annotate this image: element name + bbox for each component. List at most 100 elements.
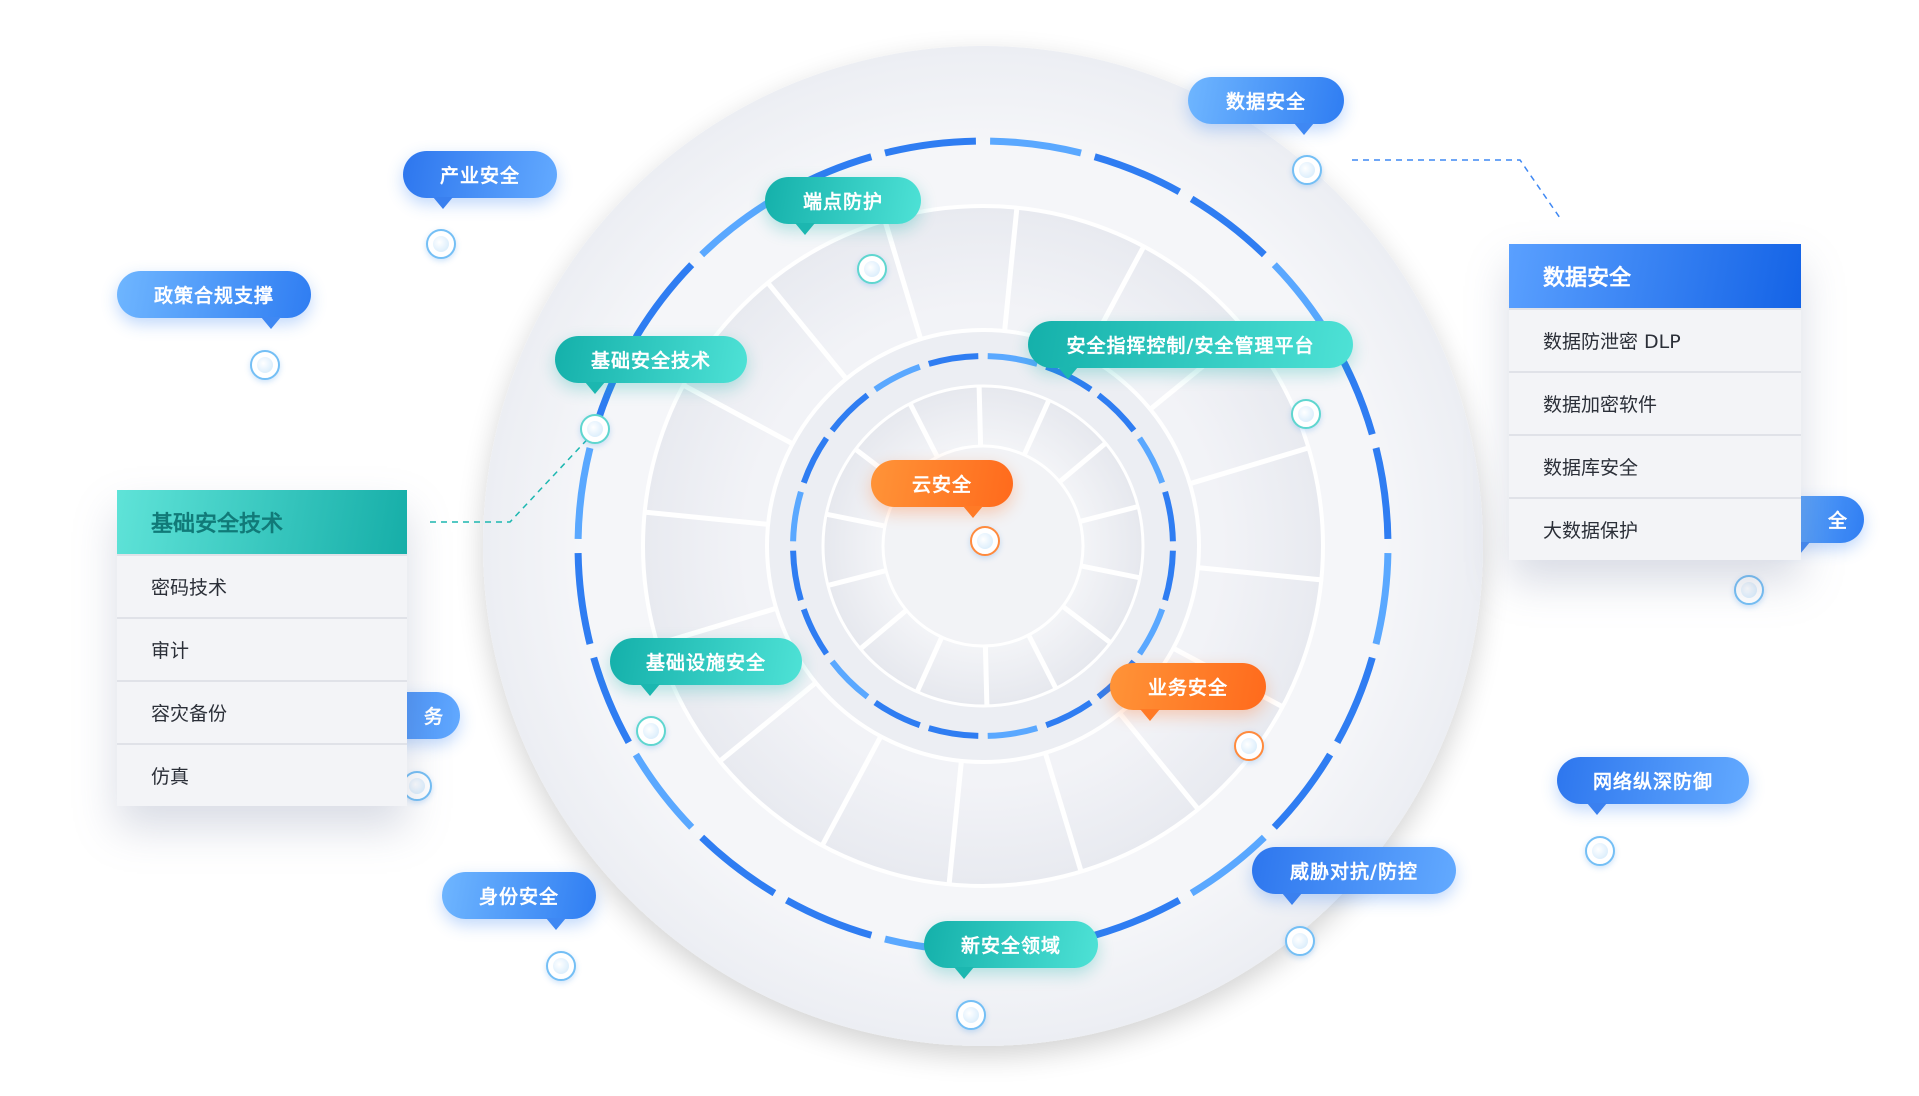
inner-divider: [1057, 441, 1108, 484]
tag-hidden-right-label: 全: [1827, 510, 1848, 532]
anchor-business-security[interactable]: [1234, 731, 1264, 761]
outer-arc-segment: [785, 897, 873, 939]
panel-data-security-item[interactable]: 大数据保护: [1509, 497, 1801, 560]
inner-arc-segment: [1162, 550, 1176, 602]
tag-policy-compliance-label: 政策合规支撑: [153, 285, 274, 307]
anchor-hidden-right[interactable]: [1734, 575, 1764, 605]
outer-arc-segment: [884, 137, 976, 157]
panel-basic-tech: 基础安全技术 密码技术 审计 容灾备份 仿真: [117, 490, 407, 806]
inner-divider: [1061, 604, 1113, 645]
panel-basic-tech-title: 基础安全技术: [117, 490, 407, 554]
inner-divider: [976, 385, 984, 447]
tag-endpoint-label: 端点防护: [802, 191, 883, 213]
outer-arc-segment: [574, 447, 594, 539]
tag-platform[interactable]: 安全指挥控制/安全管理平台: [1028, 321, 1353, 379]
inner-arc-segment: [1045, 700, 1093, 729]
anchor-infrastructure[interactable]: [636, 716, 666, 746]
inner-arc-segment: [800, 608, 829, 656]
outer-arc-segment: [1334, 656, 1376, 744]
panel-basic-tech-item[interactable]: 密码技术: [117, 554, 407, 617]
tag-business-security[interactable]: 业务安全: [1110, 663, 1266, 721]
inner-divider: [1080, 563, 1141, 581]
anchor-policy-compliance[interactable]: [250, 350, 280, 380]
middle-divider: [682, 382, 794, 447]
outer-arc-segment: [574, 553, 594, 645]
tag-network-defense[interactable]: 网络纵深防御: [1557, 757, 1749, 815]
anchor-platform[interactable]: [1291, 399, 1321, 429]
inner-arc-segment: [829, 659, 870, 700]
inner-arc-segment: [927, 353, 979, 367]
outer-arc-segment: [1093, 897, 1181, 939]
tag-identity-security[interactable]: 身份安全: [442, 872, 596, 930]
connector-left: [430, 429, 597, 523]
outer-arc-segment: [1093, 153, 1181, 195]
tag-cloud-security-label: 云安全: [911, 474, 972, 496]
anchor-data-security[interactable]: [1292, 155, 1322, 185]
outer-arc-segment: [632, 752, 695, 830]
inner-arc-segment: [790, 550, 804, 602]
anchor-threat-defense[interactable]: [1285, 926, 1315, 956]
tag-new-domain-label: 新安全领域: [960, 935, 1061, 957]
inner-divider: [914, 636, 945, 693]
inner-arc-segment: [829, 392, 870, 433]
outer-arc-segment: [1189, 195, 1267, 258]
middle-divider: [1197, 565, 1322, 583]
tag-new-domain[interactable]: 新安全领域: [924, 921, 1098, 979]
panel-data-security-item[interactable]: 数据库安全: [1509, 434, 1801, 497]
tag-hidden-left-label: 务: [423, 706, 444, 728]
anchor-industry-security[interactable]: [426, 229, 456, 259]
tag-threat-defense[interactable]: 威胁对抗/防控: [1252, 847, 1456, 905]
inner-arc-segment: [800, 436, 829, 484]
tag-policy-compliance[interactable]: 政策合规支撑: [117, 271, 311, 329]
outer-arc-segment: [1271, 752, 1334, 830]
tag-endpoint[interactable]: 端点防护: [765, 177, 921, 235]
inner-divider: [982, 645, 990, 707]
anchor-network-defense[interactable]: [1585, 836, 1615, 866]
tag-network-defense-label: 网络纵深防御: [1592, 771, 1713, 793]
middle-divider: [1002, 207, 1020, 332]
inner-arc-segment: [1137, 608, 1166, 656]
tag-cloud-security[interactable]: 云安全: [871, 460, 1013, 518]
outer-arc-segment: [990, 137, 1082, 157]
outer-arc-segment: [1372, 553, 1392, 645]
tag-threat-defense-label: 威胁对抗/防控: [1290, 861, 1418, 883]
panel-basic-tech-item[interactable]: 容灾备份: [117, 680, 407, 743]
outer-arc-segment: [632, 262, 695, 340]
tag-platform-label: 安全指挥控制/安全管理平台: [1066, 335, 1315, 357]
inner-arc-segment: [987, 353, 1039, 367]
panel-basic-tech-item[interactable]: 仿真: [117, 743, 407, 806]
tag-industry-security[interactable]: 产业安全: [403, 151, 557, 209]
inner-arc-segment: [987, 725, 1039, 739]
anchor-endpoint[interactable]: [857, 254, 887, 284]
panel-data-security-item[interactable]: 数据加密软件: [1509, 371, 1801, 434]
anchor-cloud-security[interactable]: [970, 526, 1000, 556]
inner-arc-segment: [1137, 436, 1166, 484]
inner-arc-segment: [1096, 392, 1137, 433]
tag-business-security-label: 业务安全: [1147, 677, 1228, 699]
middle-divider: [882, 219, 924, 340]
middle-divider: [765, 281, 849, 381]
panel-data-security-item[interactable]: 数据防泄密 DLP: [1509, 308, 1801, 371]
tag-infrastructure[interactable]: 基础设施安全: [610, 638, 802, 696]
inner-arc-segment: [927, 725, 979, 739]
tag-data-security[interactable]: 数据安全: [1188, 77, 1344, 135]
inner-divider: [825, 511, 886, 529]
middle-divider: [946, 760, 964, 885]
middle-divider: [819, 735, 884, 847]
tag-data-security-label: 数据安全: [1225, 91, 1306, 113]
inner-arc-segment: [1162, 490, 1176, 542]
tag-basic-tech[interactable]: 基础安全技术: [555, 336, 747, 394]
inner-divider: [1021, 399, 1052, 456]
panel-basic-tech-item[interactable]: 审计: [117, 617, 407, 680]
inner-arc-segment: [790, 490, 804, 542]
panel-data-security-title: 数据安全: [1509, 244, 1801, 308]
anchor-basic-tech[interactable]: [580, 414, 610, 444]
tag-basic-tech-label: 基础安全技术: [590, 350, 711, 372]
middle-divider: [644, 509, 769, 527]
anchor-identity-security[interactable]: [546, 951, 576, 981]
inner-arc-segment: [873, 700, 921, 729]
tag-identity-security-label: 身份安全: [478, 886, 559, 908]
inner-blue-arc-ring: [790, 353, 1176, 739]
anchor-new-domain[interactable]: [956, 1000, 986, 1030]
